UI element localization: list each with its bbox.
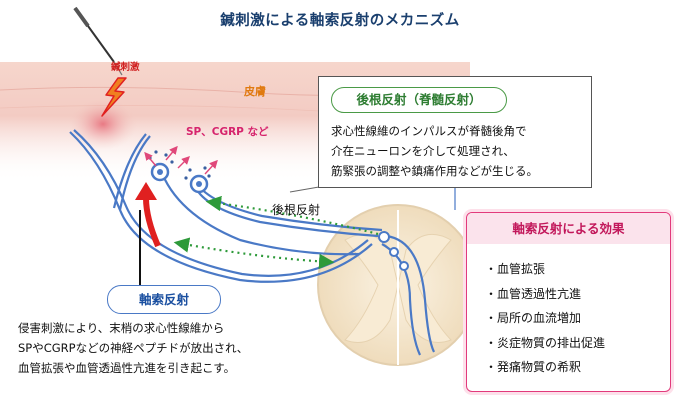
description-line: 筋緊張の調整や鎮痛作用などが生じる。 bbox=[331, 164, 538, 178]
reflex-path-upper bbox=[205, 195, 379, 236]
effect-item: 発痛物質の希釈 bbox=[485, 355, 605, 380]
axon-reflex-red-arrowhead bbox=[135, 182, 157, 200]
lightning-icon bbox=[101, 77, 127, 117]
effects-title: 軸索反射による効果 bbox=[467, 213, 670, 244]
effect-item: 局所の血流増加 bbox=[485, 306, 605, 331]
nerve-ending-right bbox=[189, 174, 209, 194]
description-line: 求心性線維のインパルスが脊髄後角で bbox=[331, 124, 527, 138]
neuropeptide-release-arrows bbox=[144, 145, 218, 175]
skin-label: 皮膚 bbox=[243, 84, 266, 98]
axon-reflex-label: 軸索反射 bbox=[107, 285, 221, 314]
needle-stimulus-label: 鍼刺激 bbox=[111, 61, 140, 73]
neuropeptide-label: SP、CGRP など bbox=[186, 125, 269, 138]
axon-reflex-red-arrow bbox=[143, 197, 161, 248]
description-line: SPやCGRPなどの神経ペプチドが放出され、 bbox=[18, 341, 249, 355]
effect-item: 炎症物質の排出促進 bbox=[485, 331, 605, 356]
reflex-path-lower bbox=[173, 237, 335, 270]
inflamed-area bbox=[69, 98, 137, 150]
description-line: 侵害刺激により、末梢の求心性線維から bbox=[18, 321, 225, 335]
dorsal-root-reflex-box: 後根反射（脊髄反射） 求心性線維のインパルスが脊髄後角で 介在ニューロンを介して… bbox=[318, 76, 592, 188]
page-title: 鍼刺激による軸索反射のメカニズム bbox=[220, 13, 460, 29]
dorsal-root-reflex-label: 後根反射 bbox=[272, 202, 320, 217]
effect-item: 血管拡張 bbox=[485, 257, 605, 282]
effects-list: 血管拡張 血管透過性亢進 局所の血流増加 炎症物質の排出促進 発痛物質の希釈 bbox=[485, 257, 605, 380]
description-line: 介在ニューロンを介して処理され、 bbox=[331, 144, 515, 158]
axon-reflex-effects-box: 軸索反射による効果 血管拡張 血管透過性亢進 局所の血流増加 炎症物質の排出促進… bbox=[466, 212, 671, 392]
dorsal-root-reflex-description: 求心性線維のインパルスが脊髄後角で 介在ニューロンを介して処理され、 筋緊張の調… bbox=[331, 121, 587, 181]
dorsal-root-reflex-title: 後根反射（脊髄反射） bbox=[331, 87, 507, 113]
effect-item: 血管透過性亢進 bbox=[485, 282, 605, 307]
needle-icon bbox=[73, 6, 123, 76]
description-line: 血管拡張や血管透過性亢進を引き起こす。 bbox=[18, 361, 236, 375]
nerve-ending-left bbox=[150, 162, 170, 182]
dorsal-horn-synapses bbox=[378, 231, 409, 271]
axon-reflex-description: 侵害刺激により、末梢の求心性線維から SPやCGRPなどの神経ペプチドが放出され… bbox=[18, 318, 378, 378]
